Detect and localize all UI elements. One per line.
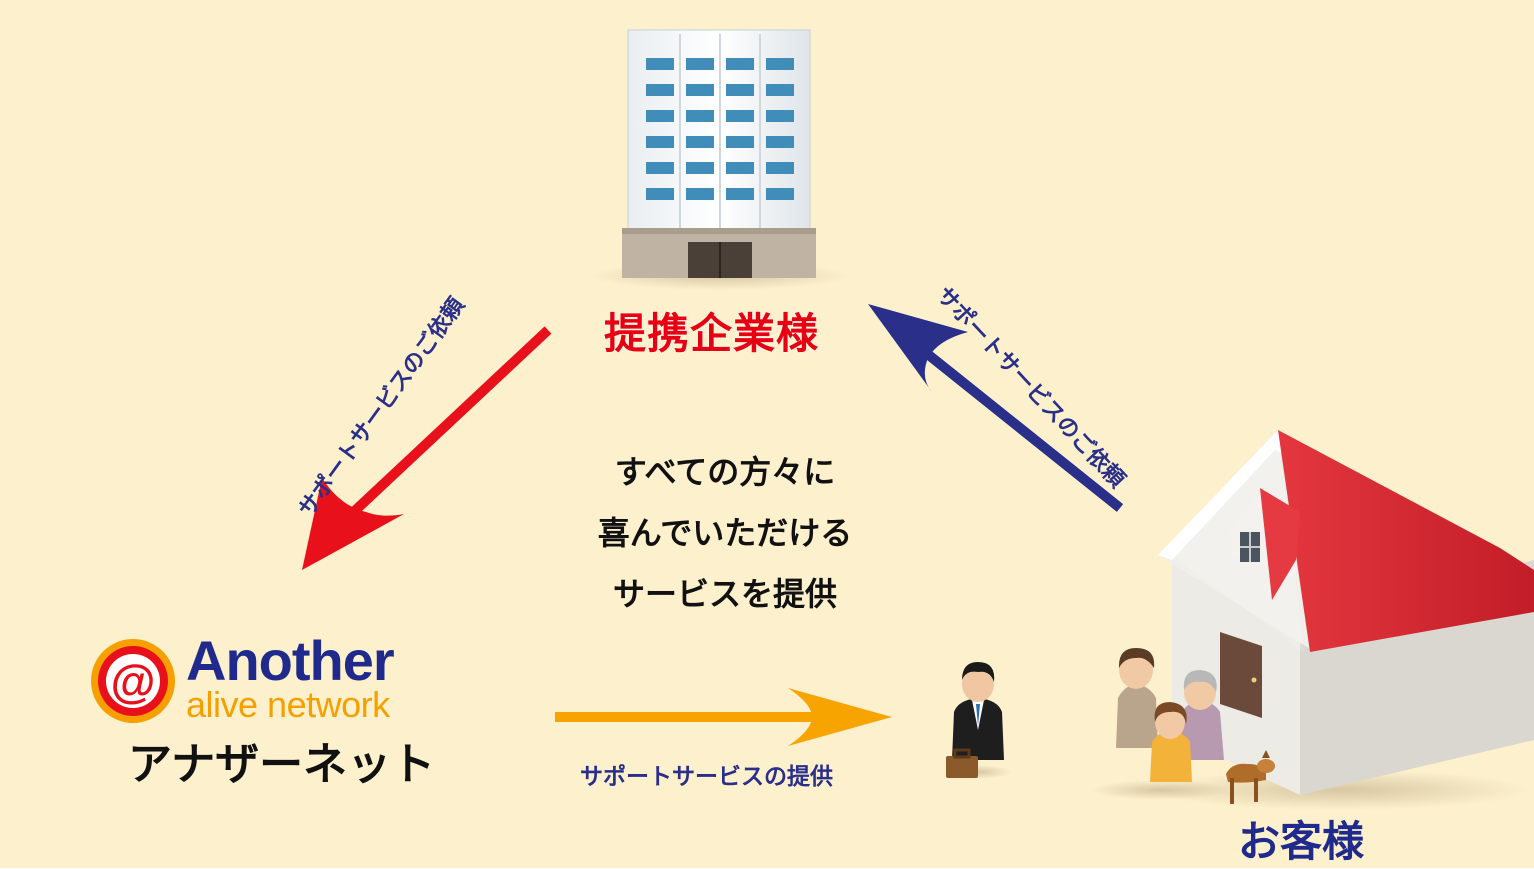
customer-label: お客様	[1238, 817, 1365, 866]
center-message-line-1: すべての方々に	[614, 453, 836, 491]
company-kana-name: アナザーネット	[128, 739, 436, 790]
blue-request-arrow	[868, 304, 1124, 512]
center-message-line-2: 喜んでいただける	[597, 514, 853, 552]
partner-company-label: 提携企業様	[604, 309, 820, 358]
logo-tagline: alive network	[186, 684, 390, 725]
center-message: すべての方々に 喜んでいただける サービスを提供	[560, 442, 890, 625]
staff-person-icon	[944, 662, 1012, 779]
svg-text:@: @	[111, 655, 156, 707]
family-group-icon	[1090, 648, 1275, 804]
center-message-line-3: サービスを提供	[612, 575, 837, 613]
red-request-arrow	[302, 326, 552, 570]
briefcase-icon	[946, 748, 978, 778]
at-logo-icon: @	[91, 639, 175, 723]
building-icon	[590, 29, 850, 290]
dog-icon	[1226, 750, 1275, 804]
house-icon	[1150, 430, 1534, 810]
logo-brand-name: Another	[186, 629, 395, 692]
orange-provide-arrow	[555, 688, 892, 746]
provide-service-label: サポートサービスの提供	[580, 764, 833, 790]
